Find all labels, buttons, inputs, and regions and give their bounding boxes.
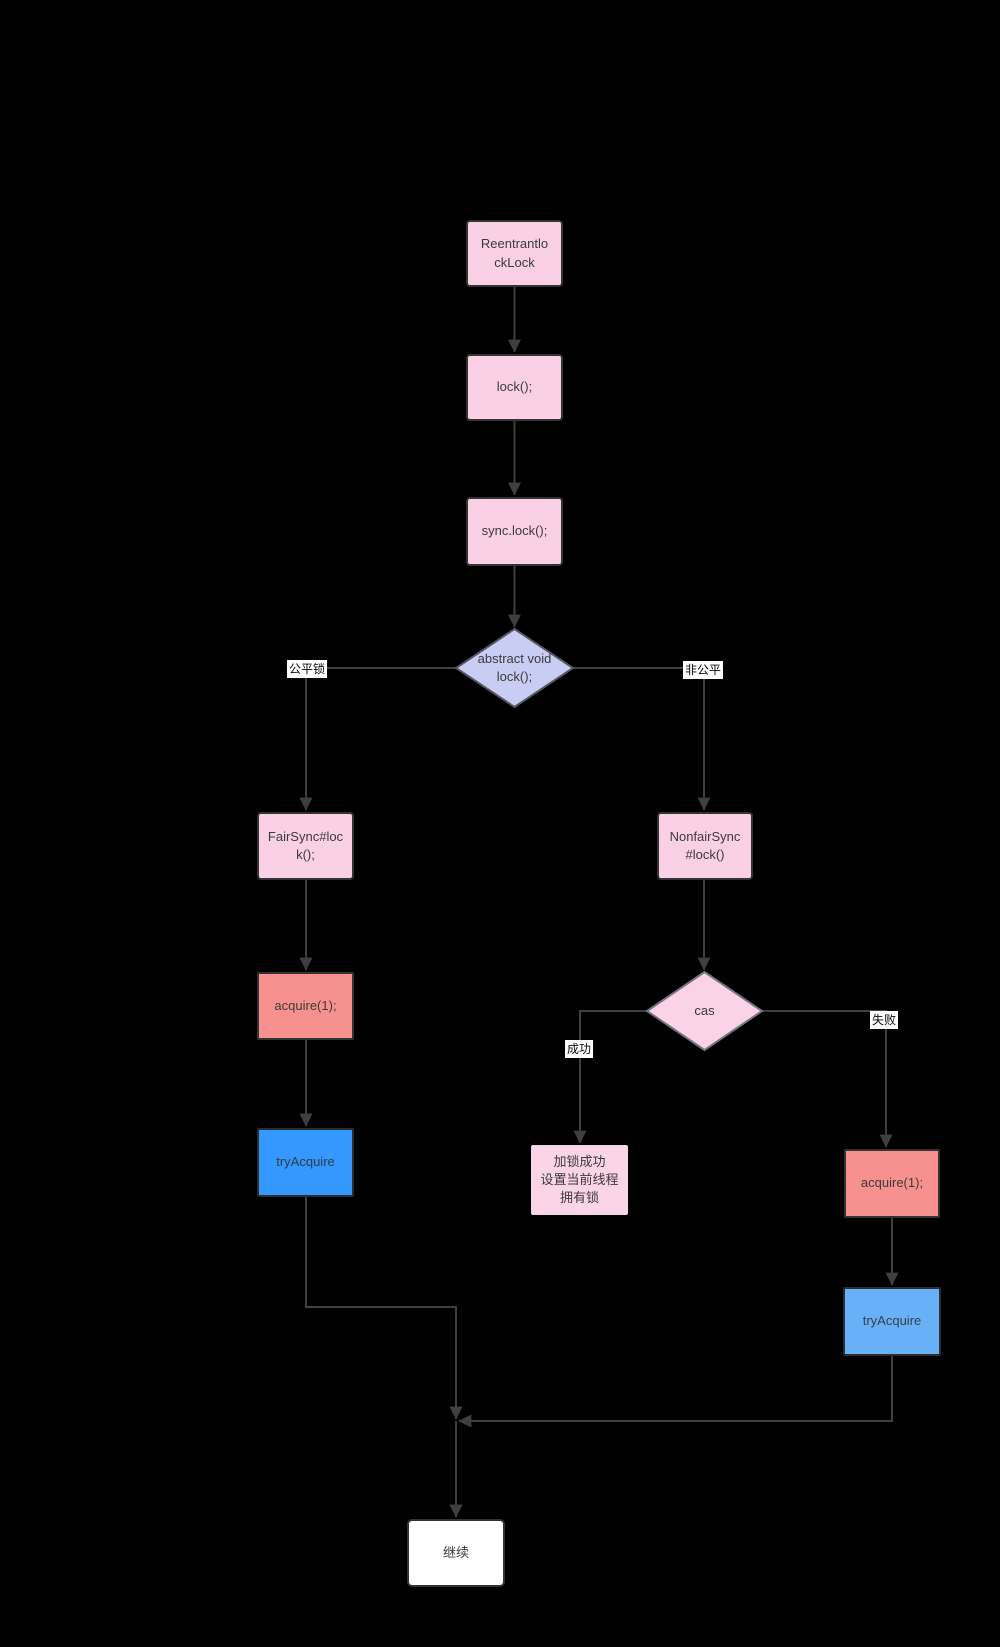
edge-label-nonfair: 非公平 bbox=[683, 661, 724, 679]
node-tryacquire-fair[interactable]: tryAcquire bbox=[257, 1128, 354, 1197]
connector-abstract-to-fairsync bbox=[299, 667, 456, 811]
connector-cas-to-success bbox=[573, 1010, 647, 1144]
node-nonfairsync-lock[interactable]: NonfairSync #lock() bbox=[657, 812, 753, 880]
decision-cas[interactable] bbox=[645, 970, 764, 1052]
node-sync-lock[interactable]: sync.lock(); bbox=[466, 497, 563, 566]
node-continue[interactable]: 继续 bbox=[407, 1519, 505, 1587]
edge-label-fail: 失败 bbox=[870, 1011, 899, 1029]
node-reentrantlock[interactable]: Reentrantlo ckLock bbox=[466, 220, 563, 287]
node-fairsync-lock[interactable]: FairSync#loc k(); bbox=[257, 812, 354, 880]
connector-abstract-to-nonfairsync bbox=[573, 667, 711, 811]
decision-abstract-lock[interactable] bbox=[454, 627, 575, 709]
connector-tryacquire-nonfair-to-merge bbox=[458, 1356, 893, 1428]
connector-tryacquire-fair-to-merge bbox=[305, 1197, 463, 1420]
edge-label-success: 成功 bbox=[565, 1040, 594, 1058]
node-acquire-nonfair[interactable]: acquire(1); bbox=[844, 1149, 940, 1218]
node-lock-success[interactable]: 加锁成功 设置当前线程 拥有锁 bbox=[531, 1145, 628, 1215]
node-tryacquire-nonfair[interactable]: tryAcquire bbox=[843, 1287, 941, 1356]
node-acquire-fair[interactable]: acquire(1); bbox=[257, 972, 354, 1040]
edge-label-fair-lock: 公平锁 bbox=[287, 660, 328, 678]
connector-cas-to-acquire-nonfair bbox=[762, 1010, 893, 1148]
node-lock[interactable]: lock(); bbox=[466, 354, 563, 421]
